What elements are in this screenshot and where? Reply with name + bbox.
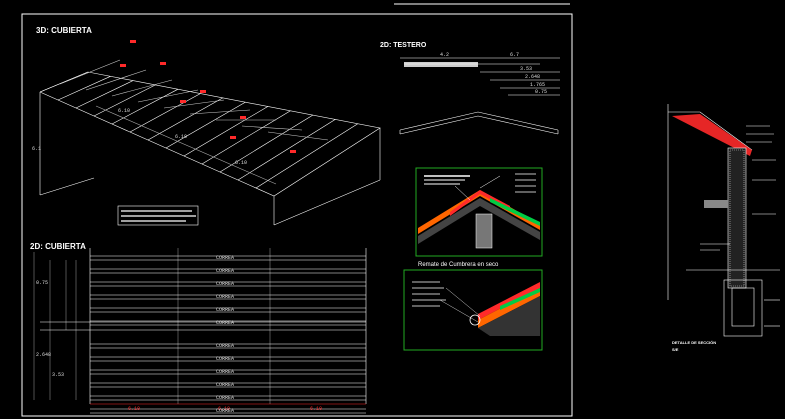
dim-label: 3.53	[52, 372, 65, 378]
roof-panel-line	[163, 99, 225, 109]
roof-panel-line	[111, 79, 173, 97]
ridge-mark	[180, 100, 186, 103]
dim-label: 1.765	[530, 82, 546, 88]
purlin-label: CORREA	[216, 356, 235, 362]
dim-label: 0.75	[36, 280, 49, 286]
ridge-mark	[160, 62, 166, 65]
dim-label: 0.75	[535, 89, 548, 95]
dim-label: 2.648	[525, 74, 541, 80]
roof-panel-line	[189, 109, 251, 115]
rafter-line	[183, 106, 269, 157]
roof-ridge-highlights	[120, 40, 296, 153]
title-2d-cubierta: 2D: CUBIERTA	[30, 242, 86, 251]
rafter-line	[129, 93, 201, 133]
roof-panel-line	[267, 131, 329, 141]
rafter-line	[255, 123, 359, 189]
dim-label: 6.7	[510, 52, 520, 58]
roof-panel-line	[241, 125, 303, 131]
rafter-line	[147, 97, 224, 141]
dim-label: 6.10	[128, 406, 141, 412]
title-detalle: DETALLE DE SECCIÓN	[672, 340, 717, 345]
ridge-mark	[120, 64, 126, 67]
rafter-line	[219, 114, 314, 173]
ridge-detail-1	[418, 173, 540, 249]
ridge-mark	[240, 116, 246, 119]
legend-box	[117, 205, 199, 226]
purlin-label: CORREA	[216, 320, 235, 326]
dim-label: 3.53	[520, 66, 533, 72]
title-testero: 2D: TESTERO	[380, 42, 427, 49]
dim-label: 6.10	[175, 134, 188, 140]
title-3d-cubierta: 3D: CUBIERTA	[36, 26, 92, 35]
purlin-label: CORREA	[216, 369, 235, 375]
roof-panel-line	[137, 89, 199, 103]
rafter-line	[57, 76, 111, 101]
title-remate: Remate de Cumbrera en seco	[418, 262, 499, 268]
rafter-line	[39, 71, 89, 93]
purlin-label: CORREA	[216, 268, 235, 274]
purlin-label: CORREA	[216, 343, 235, 349]
roof-panel-line	[59, 59, 121, 85]
dim-label: 6.10	[218, 406, 231, 412]
rafter-line	[93, 84, 156, 117]
dim-label: 4.2	[440, 52, 450, 58]
purlin-label: CORREA	[216, 281, 235, 287]
sheet-border	[21, 13, 573, 417]
roof-panel-line	[85, 69, 147, 91]
ridge-mark	[130, 40, 136, 43]
dim-label: 6.10	[235, 160, 248, 166]
purlin-label: CORREA	[216, 408, 235, 414]
ridge-mark	[230, 136, 236, 139]
dim-label: 2.648	[36, 352, 52, 358]
rafter-line	[165, 101, 246, 149]
roof-plan-2d	[33, 248, 367, 405]
purlin-label: CORREA	[216, 395, 235, 401]
dim-label: 6.1	[32, 146, 42, 152]
purlin-label: CORREA	[216, 382, 235, 388]
rafter-line	[201, 110, 291, 165]
dim-label: 6.10	[118, 108, 131, 114]
ridge-mark	[290, 150, 296, 153]
roof-3d-view	[39, 59, 381, 226]
ridge-detail-2	[412, 281, 540, 336]
testero-view	[399, 57, 560, 135]
purlin-label: CORREA	[216, 294, 235, 300]
dim-label: 6.10	[310, 406, 323, 412]
ridge-mark	[200, 90, 206, 93]
rafter-line	[237, 119, 336, 181]
plan-purlin-rows	[90, 255, 366, 414]
purlin-label: CORREA	[216, 255, 235, 261]
section-detail	[667, 104, 780, 337]
rafter-line	[75, 80, 134, 109]
detail-frame-2	[403, 269, 543, 351]
detalle-scale: S/E	[672, 347, 679, 352]
detail-frame-1	[415, 167, 543, 257]
purlin-label: CORREA	[216, 307, 235, 313]
rafter-line	[111, 88, 179, 125]
